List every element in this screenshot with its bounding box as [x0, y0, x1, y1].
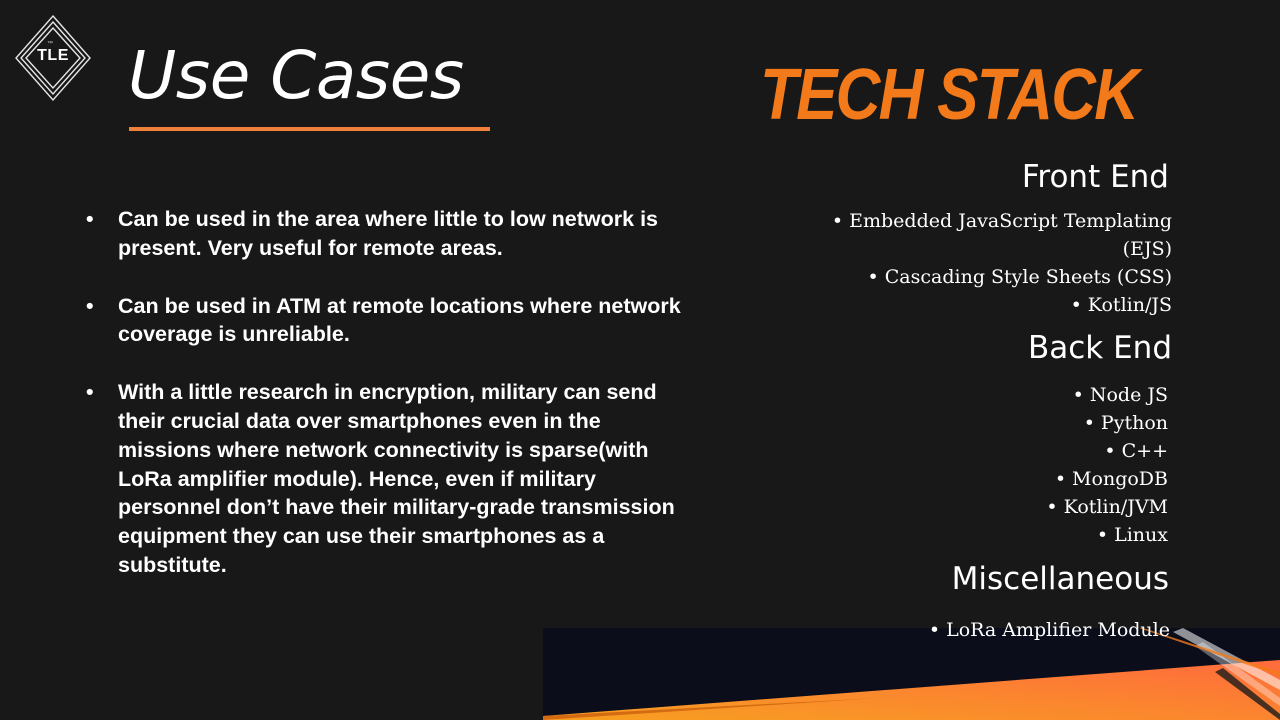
bullet: • [86, 293, 94, 318]
use-case-text: With a little research in encryption, mi… [118, 380, 675, 577]
miscellaneous-heading: Miscellaneous [951, 561, 1169, 597]
stack-item: • LoRa Amplifier Module [928, 619, 1170, 641]
stack-item: (EJS) [1122, 238, 1172, 260]
stack-item: • MongoDB [1054, 468, 1168, 490]
use-cases-list: • Can be used in the area where little t… [86, 205, 686, 609]
diamond-logo-icon [15, 14, 91, 102]
tle-logo: ™ TLE [14, 14, 92, 102]
front-end-heading: Front End [1021, 159, 1169, 195]
stack-item: • Cascading Style Sheets (CSS) [867, 266, 1172, 288]
logo-trademark: ™ [47, 41, 53, 47]
stack-item: • Kotlin/JS [1070, 294, 1172, 316]
page-title: Use Cases [128, 37, 464, 114]
stack-item: • C++ [1104, 440, 1168, 462]
stack-item: • Python [1083, 412, 1168, 434]
miscellaneous-list: • LoRa Amplifier Module [929, 616, 1170, 644]
corner-decoration [543, 628, 1280, 720]
stack-item: • Linux [1096, 524, 1168, 546]
bullet: • [86, 380, 94, 405]
use-case-text: Can be used in the area where little to … [118, 207, 659, 260]
stack-item: • Kotlin/JVM [1046, 496, 1168, 518]
stack-item: • Node JS [1072, 384, 1168, 406]
use-case-text: Can be used in ATM at remote locations w… [118, 293, 681, 347]
bullet: • [86, 207, 94, 231]
use-case-item: • Can be used in ATM at remote locations… [86, 292, 686, 350]
back-end-list: • Node JS • Python • C++ • MongoDB • Kot… [1046, 381, 1168, 549]
title-underline [129, 127, 490, 131]
back-end-heading: Back End [1027, 330, 1172, 366]
logo-text: TLE [37, 47, 69, 64]
use-case-item: • With a little research in encryption, … [86, 378, 686, 580]
stack-item: • Embedded JavaScript Templating [831, 210, 1172, 232]
tech-stack-title: TECH STACK [760, 55, 1139, 135]
front-end-list: • Embedded JavaScript Templating (EJS) •… [832, 207, 1172, 319]
use-case-item: • Can be used in the area where little t… [86, 205, 686, 263]
